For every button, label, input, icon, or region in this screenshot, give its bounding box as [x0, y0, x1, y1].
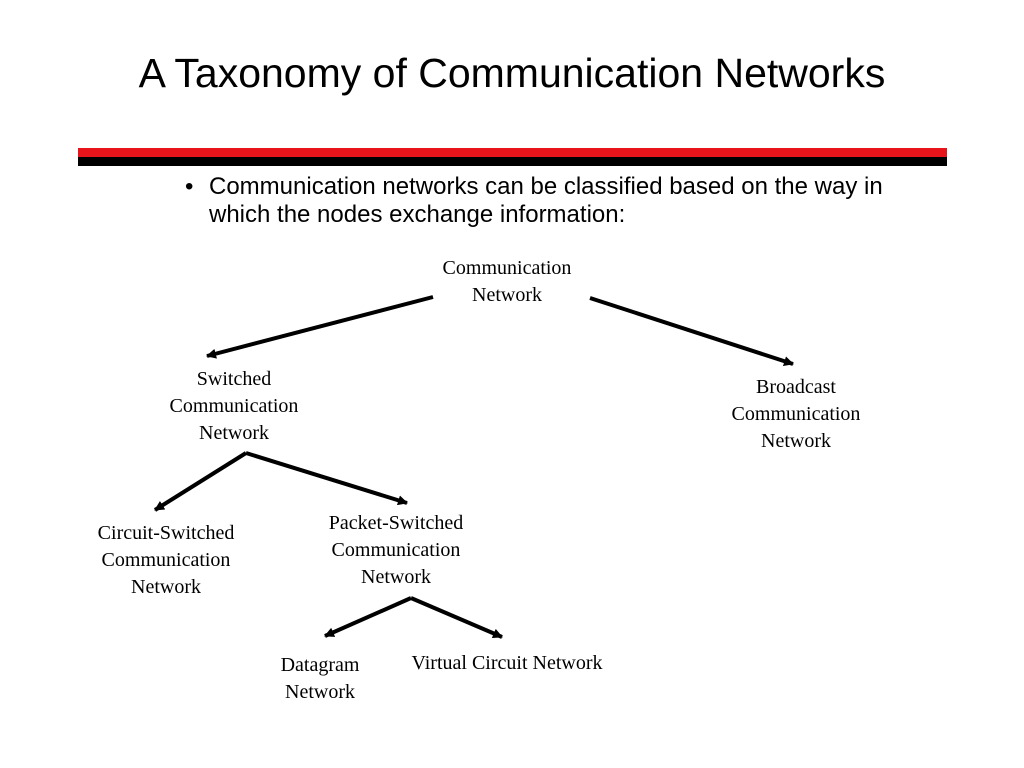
node-datagram-network: Datagram Network [280, 654, 360, 703]
node-circuit-switched-network: Circuit-Switched Communication Network [97, 522, 235, 598]
slide-title: A Taxonomy of Communication Networks [138, 50, 886, 96]
node-communication-network: Communication Network [442, 257, 572, 306]
edge-switched-to-packet [245, 451, 408, 506]
node-switched-communication-network: Switched Communication Network [169, 368, 299, 444]
edge-root-to-switched [206, 295, 434, 359]
edge-switched-to-circuit [153, 451, 248, 512]
title-rule-red [78, 148, 947, 157]
node-broadcast-communication-network: Broadcast Communication Network [731, 376, 861, 452]
edge-root-to-broadcast [589, 296, 794, 366]
bullet-point: • Communication networks can be classifi… [185, 173, 930, 229]
bullet-text: Communication networks can be classified… [209, 173, 883, 228]
title-rule-black [78, 157, 947, 166]
bullet-marker: • [185, 173, 194, 200]
node-packet-switched-network: Packet-Switched Communication Network [328, 512, 464, 588]
edge-packet-to-datagram [324, 596, 412, 638]
edge-packet-to-virtual [410, 596, 503, 639]
node-virtual-circuit-network: Virtual Circuit Network [411, 652, 603, 674]
